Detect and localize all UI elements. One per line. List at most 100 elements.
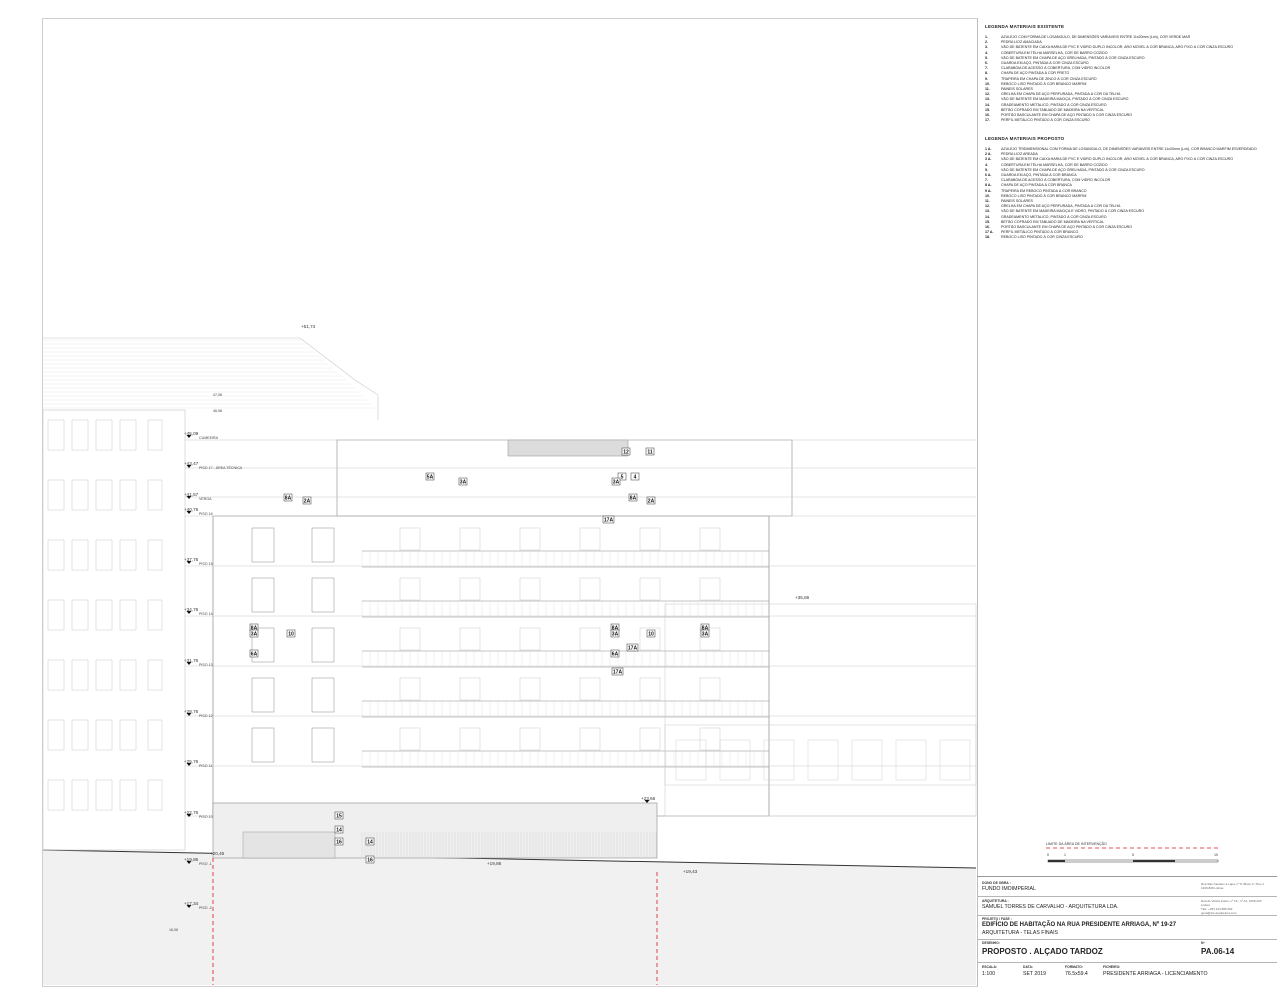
window — [459, 627, 481, 651]
owner-address: Rua São Caetano à Lapa, nº 8, Bloco C, P… — [1201, 882, 1264, 890]
window — [311, 577, 335, 613]
scale-tick: 1 — [1064, 853, 1066, 857]
window — [147, 659, 163, 691]
material-tag-box — [610, 629, 620, 638]
legend-item-text: VÃO DE BATENTE EM CAIXILHARIA DE PVC E V… — [1001, 157, 1234, 162]
legend-item-text: COBERTURA EM TELHA MARSELHA, COR DE BARR… — [1001, 162, 1108, 167]
window — [47, 479, 65, 511]
legend-item-text: GRELHA EM CHAPA DE AÇO PERFURADA, PINTAD… — [1001, 92, 1121, 97]
legend-item: 13.VÃO DE BATENTE EM MADEIRA MACIÇA, PIN… — [985, 97, 1277, 102]
material-tag-box — [365, 855, 375, 864]
material-tag-label: 3A — [612, 631, 619, 637]
legend-item: 10.REBOCO LISO PINTADO À COR BRANCO MARF… — [985, 194, 1277, 199]
project-phase: ARQUITETURA - TELAS FINAIS — [982, 930, 1059, 936]
window — [519, 627, 541, 651]
floor-level-label: PISO -2 — [199, 906, 212, 910]
window — [119, 479, 137, 511]
legend-item: 9 A. TRAPEIRA EM REBOCO PINTADA À COR BRA… — [985, 189, 1277, 194]
floor-level-label: VERGA — [199, 497, 212, 501]
material-tag: 6A — [610, 649, 620, 657]
legend-item-text: TRAPEIRA EM REBOCO PINTADA À COR BRANCO — [1001, 188, 1087, 193]
floor-level-value: +22,76 — [184, 810, 199, 815]
material-tag-box — [621, 447, 631, 456]
material-tag-label: 4 — [634, 474, 637, 480]
material-tag-label: 15 — [336, 813, 342, 819]
material-tag: 12 — [621, 447, 631, 456]
material-tag-label: 5A — [427, 474, 434, 480]
material-tag-box — [334, 811, 344, 820]
legend-item: 4.COBERTURA EM TELHA MARSELHA, COR DE BA… — [985, 51, 1277, 56]
window — [699, 677, 721, 701]
legend-item-number: 16. — [985, 113, 990, 118]
legend-existing-title: LEGENDA MATERIAIS EXISTENTE — [985, 24, 1065, 29]
level-marker-icon — [186, 611, 192, 614]
material-tag-box — [628, 493, 638, 502]
legend-item: 9.TRAPEIRA EM CHAPA DE ZINCO À COR CINZA… — [985, 77, 1277, 82]
material-tag-box — [283, 493, 293, 502]
legend-item-number: 8. — [985, 71, 988, 76]
window — [399, 627, 421, 651]
material-tag-label: 2A — [648, 498, 655, 504]
level-marker-icon — [186, 465, 192, 468]
project-label: PROJETO / FASE : — [982, 917, 1012, 921]
scale-bar-seg — [1133, 860, 1175, 862]
window — [147, 419, 163, 451]
scale-bar-seg — [1048, 860, 1065, 862]
window — [699, 577, 721, 601]
window — [311, 727, 335, 763]
material-tag-label: 10 — [288, 631, 294, 637]
material-tag-box — [646, 496, 656, 505]
legend-item-text: PERFIL METÁLICO PINTADO À COR CINZA ESCU… — [1001, 118, 1090, 123]
legend-item-text: PERFIL METÁLICO PINTADO À COR BRANCO — [1001, 230, 1079, 235]
legend-item-number: 4. — [985, 162, 988, 167]
ground-fill — [43, 850, 976, 985]
architect-address: Rua de Vitória Inácio, nº 16 - 1º A1, 16… — [1201, 899, 1262, 907]
legend-item-text: PAINEIS SOLARES — [1001, 199, 1033, 204]
material-tag: 2A — [302, 496, 312, 504]
material-tag: 6A — [249, 649, 259, 657]
legend-item: 3 A.VÃO DE BATENTE EM CAIXILHARIA DE PVC… — [985, 157, 1277, 162]
date-value: SET 2019 — [1023, 971, 1046, 977]
legend-item-text: GRADEAMENTO METÁLICO, PINTADO À COR CINZ… — [1001, 102, 1107, 107]
drawing-area — [42, 18, 978, 987]
divider — [977, 896, 1277, 897]
legend-item-text: PORTÃO BASCULANTE EM CHAPA DE AÇO PINTAD… — [1001, 113, 1132, 118]
left-building — [42, 409, 186, 851]
level-marker-icon — [644, 800, 650, 803]
building-geometry — [42, 337, 977, 985]
window — [719, 739, 751, 781]
scale-bar-graphic — [1046, 847, 1219, 863]
level-small: 46,56 — [213, 409, 222, 413]
material-tag-box — [617, 472, 627, 481]
material-tag-label: 6A — [612, 651, 619, 657]
window — [579, 677, 601, 701]
level-ground-right: +19,43 — [683, 869, 698, 874]
floor-level-value: +34,76 — [184, 607, 199, 612]
material-tag-label: 14 — [336, 827, 342, 833]
legend-item-text: AZULEJO TRIDIMENSIONAL COM FORMA DE LOSA… — [1001, 147, 1257, 151]
floor-level-label: PISO -1 — [199, 862, 212, 866]
legend-item: 18.REBOCO LISO PINTADO À COR CINZA ESCUR… — [985, 235, 1277, 240]
material-tag: 17A — [602, 515, 615, 523]
window — [763, 739, 795, 781]
window — [459, 727, 481, 751]
legend-item: 1.AZULEJO COM FORMA DE LOSANGULO, DE DIM… — [985, 35, 1277, 40]
material-tag-box — [286, 629, 296, 638]
window — [699, 727, 721, 751]
legend-item-number: 10. — [985, 81, 990, 86]
legend-item: 3.VÃO DE BATENTE EM CAIXILHARIA DE PVC E… — [985, 45, 1277, 50]
material-tag: 16 — [334, 837, 344, 845]
window — [895, 739, 927, 781]
material-tag-label: 17A — [604, 517, 614, 523]
legend-proposed: LEGENDA MATERIAIS PROPOSTO 1 A.AZULEJO T… — [985, 136, 1277, 241]
material-tag-label: 3A — [613, 479, 620, 485]
legend-item-text: GRADEAMENTO METÁLICO, PINTADO À COR CINZ… — [1001, 214, 1107, 219]
legend-item-number: 9 A. — [985, 188, 992, 193]
material-tag-label: 16 — [367, 857, 373, 863]
window — [71, 479, 89, 511]
material-tag-label: 11 — [647, 449, 653, 455]
window — [639, 677, 661, 701]
legend-item: 14.GRADEAMENTO METÁLICO, PINTADO À COR C… — [985, 103, 1277, 108]
floor-level-value: +37,76 — [184, 557, 199, 562]
drawing-number: PA.06-14 — [1201, 947, 1235, 956]
